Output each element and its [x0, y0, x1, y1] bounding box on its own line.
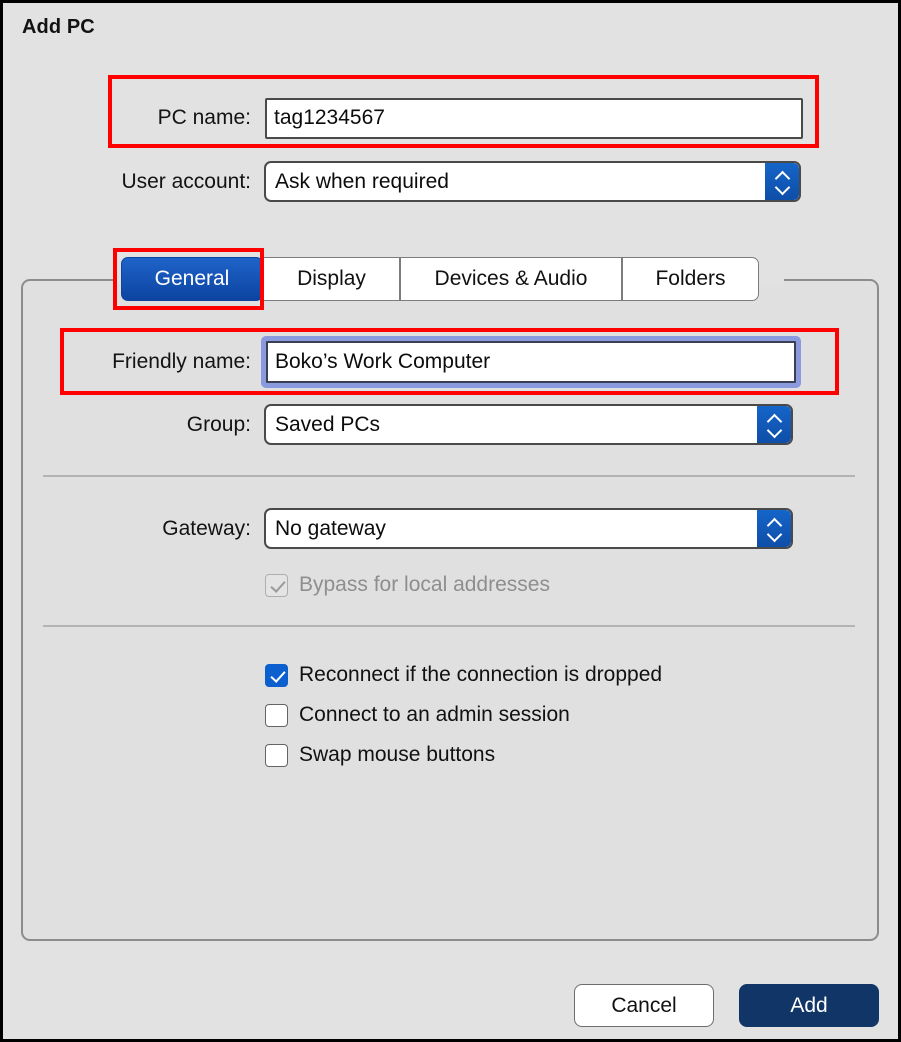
group-stepper-icon[interactable]	[757, 406, 791, 443]
bypass-local-addresses-checkbox	[265, 573, 288, 597]
gateway-stepper-icon[interactable]	[757, 510, 791, 547]
friendly-name-focus-ring: Boko’s Work Computer	[261, 336, 801, 388]
admin-session-checkbox-row[interactable]: Connect to an admin session	[265, 703, 570, 727]
user-account-label: User account:	[121, 169, 251, 193]
dialog-title: Add PC	[22, 16, 95, 38]
tab-devices-audio[interactable]: Devices & Audio	[400, 257, 622, 301]
tab-folders[interactable]: Folders	[622, 257, 759, 301]
user-account-select[interactable]: Ask when required	[264, 161, 801, 202]
cancel-button[interactable]: Cancel	[574, 984, 714, 1027]
tab-bar: General Display Devices & Audio Folders	[121, 257, 759, 301]
gateway-label: Gateway:	[162, 516, 251, 540]
group-row: Group: Saved PCs	[161, 404, 801, 445]
friendly-name-label: Friendly name:	[112, 350, 251, 373]
general-tab-panel	[21, 279, 879, 941]
group-label: Group:	[186, 412, 251, 436]
swap-mouse-buttons-checkbox	[265, 743, 288, 767]
user-account-stepper-icon[interactable]	[765, 163, 799, 200]
bypass-local-addresses-label: Bypass for local addresses	[299, 573, 550, 596]
pc-name-row: PC name: tag1234567	[108, 97, 808, 139]
reconnect-checkbox	[265, 663, 288, 687]
reconnect-label: Reconnect if the connection is dropped	[299, 663, 663, 686]
divider-two	[43, 625, 855, 627]
gateway-value: No gateway	[275, 516, 386, 540]
user-account-value: Ask when required	[275, 169, 449, 193]
gateway-select[interactable]: No gateway	[264, 508, 793, 549]
gateway-row: Gateway: No gateway	[131, 508, 801, 549]
friendly-name-row: Friendly name: Boko’s Work Computer	[71, 336, 811, 388]
swap-mouse-buttons-label: Swap mouse buttons	[299, 743, 496, 766]
reconnect-checkbox-row[interactable]: Reconnect if the connection is dropped	[265, 663, 662, 687]
admin-session-label: Connect to an admin session	[299, 703, 570, 726]
admin-session-checkbox	[265, 703, 288, 727]
user-account-row: User account: Ask when required	[73, 161, 813, 202]
bypass-local-addresses-checkbox-row[interactable]: Bypass for local addresses	[265, 573, 550, 597]
divider-one	[43, 475, 855, 477]
pc-name-input[interactable]: tag1234567	[265, 97, 803, 139]
add-button[interactable]: Add	[739, 984, 879, 1027]
tab-general[interactable]: General	[121, 257, 263, 301]
group-select[interactable]: Saved PCs	[264, 404, 793, 445]
friendly-name-input[interactable]: Boko’s Work Computer	[266, 341, 796, 383]
swap-mouse-buttons-checkbox-row[interactable]: Swap mouse buttons	[265, 743, 495, 767]
pc-name-label: PC name:	[157, 106, 251, 129]
group-value: Saved PCs	[275, 412, 381, 436]
tab-display[interactable]: Display	[263, 257, 400, 301]
